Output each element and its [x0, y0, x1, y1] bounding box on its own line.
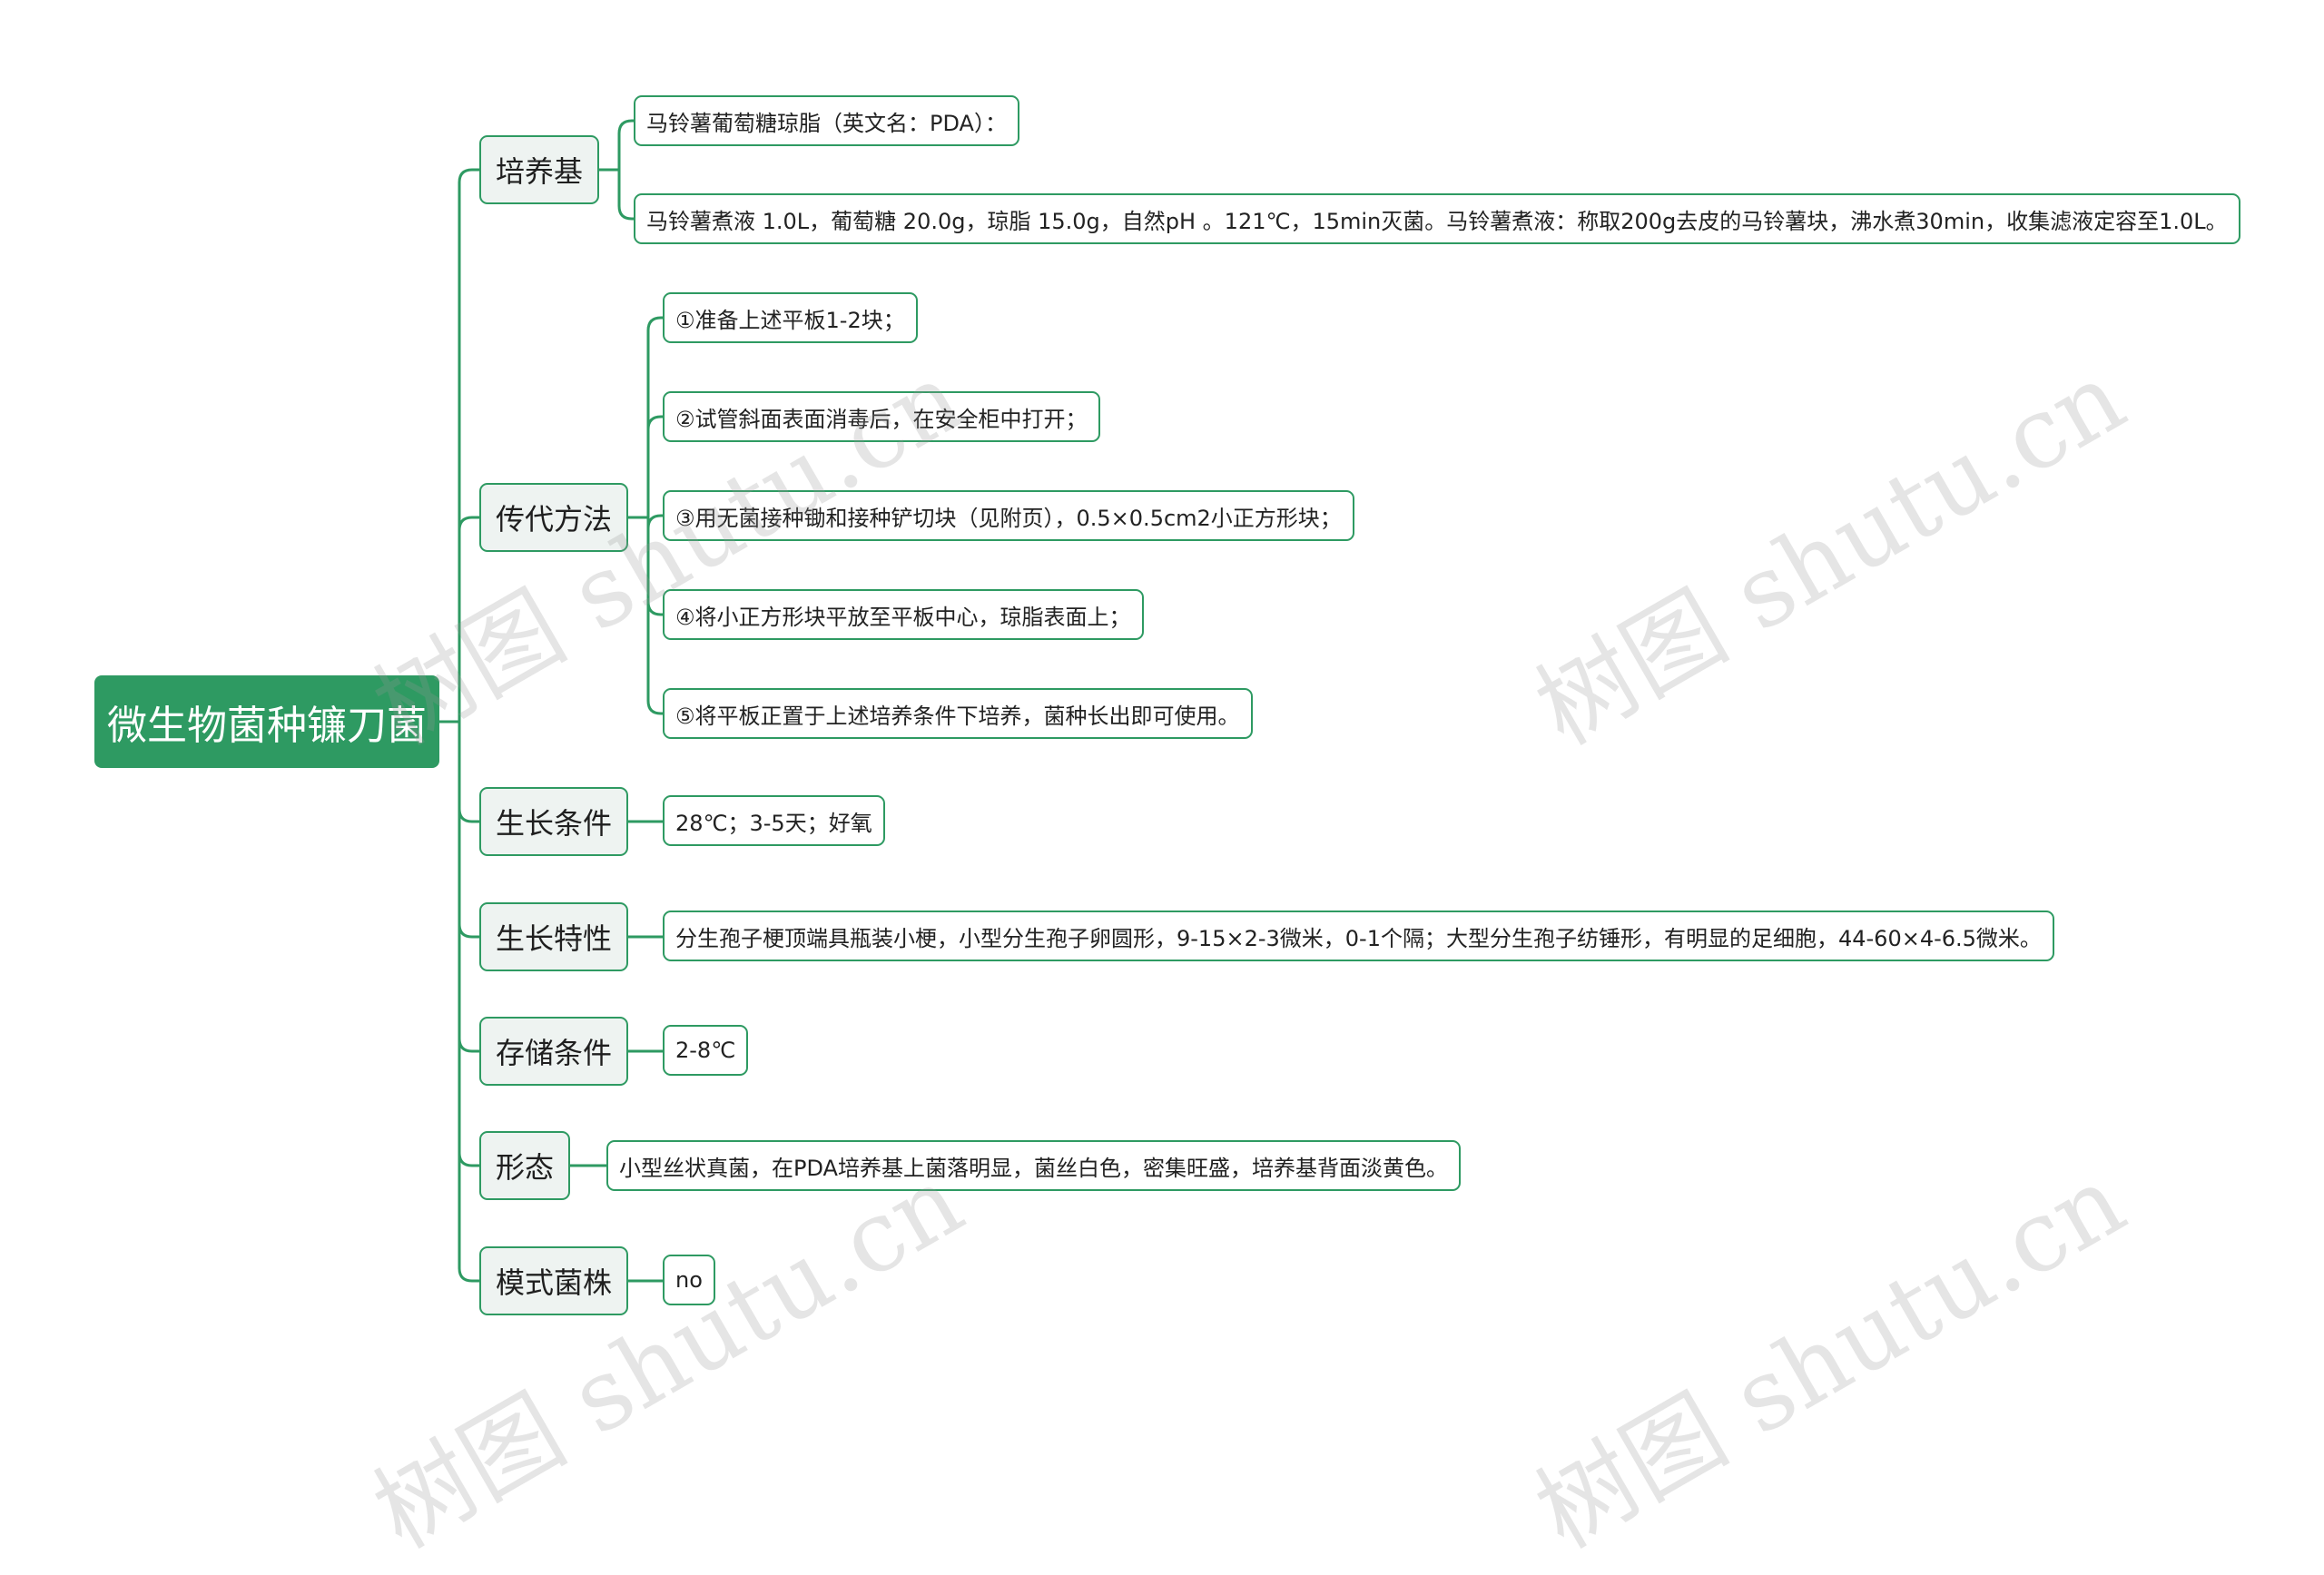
connector — [458, 808, 479, 823]
leaf-subculture-step-4[interactable]: ④将小正方形块平放至平板中心，琼脂表面上； — [663, 589, 1144, 640]
branch-type-strain[interactable]: 模式菌株 — [479, 1246, 629, 1315]
leaf-subculture-step-3[interactable]: ③用无菌接种锄和接种铲切块（见附页），0.5×0.5cm2小正方形块； — [663, 490, 1354, 541]
branch-storage-conditions[interactable]: 存储条件 — [479, 1017, 629, 1086]
connector — [617, 119, 634, 134]
connector — [646, 415, 663, 430]
connector — [458, 1267, 479, 1283]
connector — [458, 516, 479, 531]
connector — [458, 1152, 479, 1167]
connector — [646, 514, 663, 529]
branch-subculture-method[interactable]: 传代方法 — [479, 483, 629, 552]
mindmap-canvas: 微生物菌种镰刀菌 培养基 马铃薯葡萄糖琼脂（英文名：PDA）： 马铃薯煮液 1.… — [94, 95, 2240, 1570]
leaf-type-strain[interactable]: no — [663, 1255, 715, 1305]
branch-growth-characteristics[interactable]: 生长特性 — [479, 902, 629, 971]
leaf-storage-conditions[interactable]: 2-8℃ — [663, 1025, 749, 1076]
connector — [617, 205, 634, 221]
leaf-subculture-step-2[interactable]: ②试管斜面表面消毒后，在安全柜中打开； — [663, 391, 1100, 442]
root-node[interactable]: 微生物菌种镰刀菌 — [94, 675, 439, 768]
connector — [458, 168, 479, 183]
connector-lines — [439, 119, 663, 1283]
branch-culture-medium[interactable]: 培养基 — [479, 135, 600, 204]
branch-growth-conditions[interactable]: 生长条件 — [479, 787, 629, 856]
connector — [646, 316, 663, 331]
leaf-growth-characteristics[interactable]: 分生孢子梗顶端具瓶装小梗，小型分生孢子卵圆形，9-15×2-3微米，0-1个隔；… — [663, 911, 2054, 961]
leaf-growth-conditions[interactable]: 28℃；3-5天；好氧 — [663, 795, 885, 846]
leaf-subculture-step-1[interactable]: ①准备上述平板1-2块； — [663, 292, 918, 343]
leaf-medium-recipe[interactable]: 马铃薯煮液 1.0L，葡萄糖 20.0g，琼脂 15.0g，自然pH 。121℃… — [634, 193, 2240, 244]
leaf-medium-name[interactable]: 马铃薯葡萄糖琼脂（英文名：PDA）： — [634, 95, 1019, 146]
branch-morphology[interactable]: 形态 — [479, 1131, 571, 1200]
connector — [646, 700, 663, 715]
connector — [458, 1038, 479, 1053]
leaf-morphology[interactable]: 小型丝状真菌，在PDA培养基上菌落明显，菌丝白色，密集旺盛，培养基背面淡黄色。 — [606, 1140, 1461, 1191]
connector — [646, 601, 663, 616]
connector — [458, 923, 479, 939]
leaf-subculture-step-5[interactable]: ⑤将平板正置于上述培养条件下培养，菌种长出即可使用。 — [663, 688, 1253, 739]
